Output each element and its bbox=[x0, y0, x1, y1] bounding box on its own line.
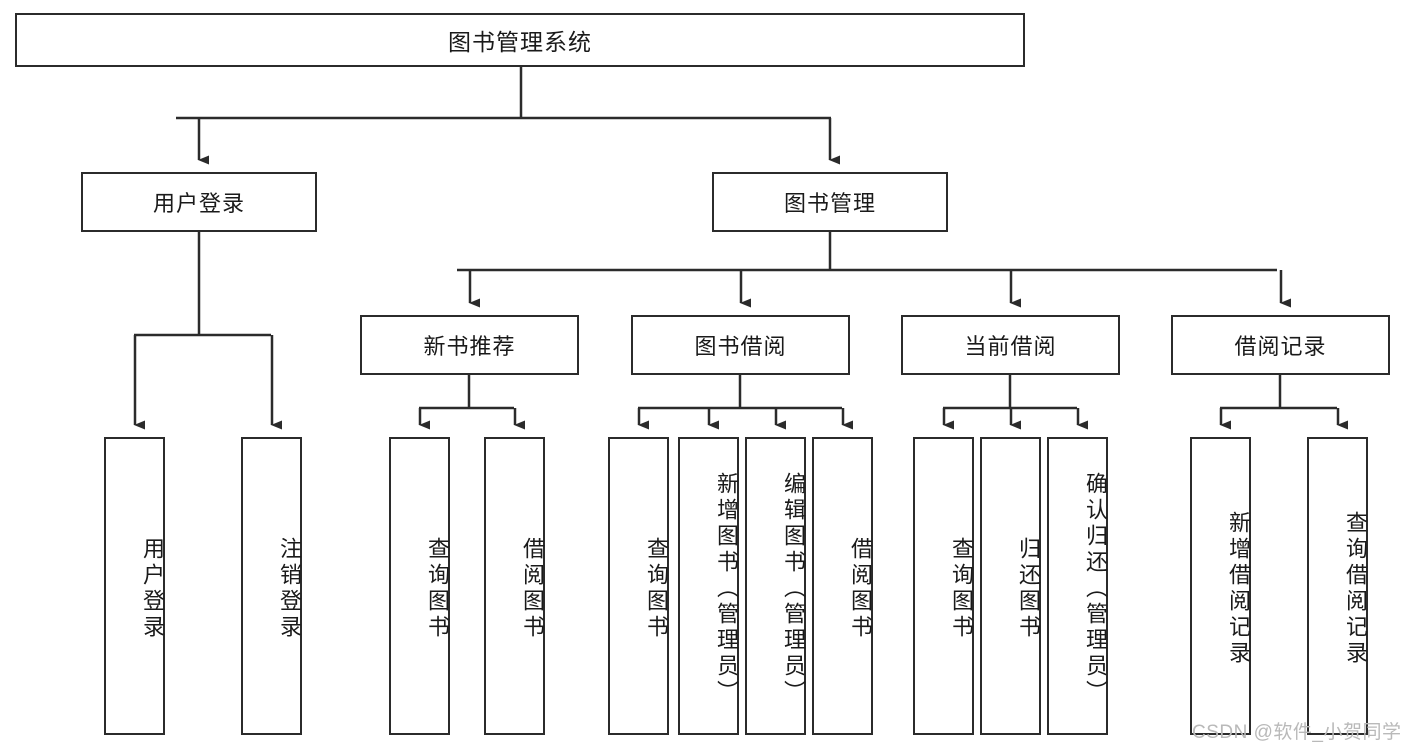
node-leaf8[interactable]: 借阅图书 bbox=[812, 437, 873, 735]
node-login[interactable]: 用户登录 bbox=[81, 172, 317, 232]
node-leaf9[interactable]: 查询图书 bbox=[913, 437, 974, 735]
node-leaf12[interactable]: 新增借阅记录 bbox=[1190, 437, 1251, 735]
node-borrow[interactable]: 图书借阅 bbox=[631, 315, 850, 375]
node-leaf4[interactable]: 借阅图书 bbox=[484, 437, 545, 735]
node-leaf11[interactable]: 确认归还（管理员） bbox=[1047, 437, 1108, 735]
node-leaf7[interactable]: 编辑图书（管理员） bbox=[745, 437, 806, 735]
node-leaf6[interactable]: 新增图书（管理员） bbox=[678, 437, 739, 735]
node-current[interactable]: 当前借阅 bbox=[901, 315, 1120, 375]
node-records[interactable]: 借阅记录 bbox=[1171, 315, 1390, 375]
node-leaf1[interactable]: 用户登录 bbox=[104, 437, 165, 735]
node-leaf10[interactable]: 归还图书 bbox=[980, 437, 1041, 735]
node-leaf3[interactable]: 查询图书 bbox=[389, 437, 450, 735]
node-root[interactable]: 图书管理系统 bbox=[15, 13, 1025, 67]
node-leaf5[interactable]: 查询图书 bbox=[608, 437, 669, 735]
edge-group bbox=[133, 67, 1348, 430]
node-leaf2[interactable]: 注销登录 bbox=[241, 437, 302, 735]
node-leaf13[interactable]: 查询借阅记录 bbox=[1307, 437, 1368, 735]
node-bookmgmt[interactable]: 图书管理 bbox=[712, 172, 948, 232]
node-newbook[interactable]: 新书推荐 bbox=[360, 315, 579, 375]
